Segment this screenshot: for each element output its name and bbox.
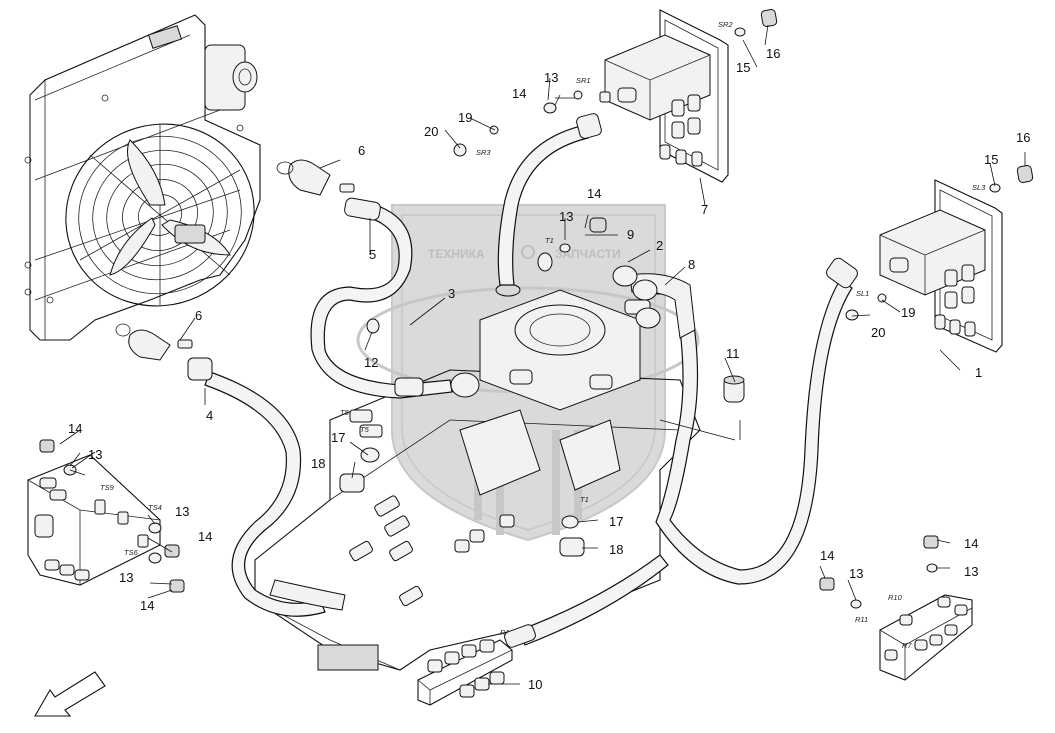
hose-9 — [497, 124, 589, 286]
callout-14-e: 14 — [140, 598, 154, 613]
callout-19-a: 19 — [458, 110, 472, 125]
right-valve-manifold: R10 R11 R7 — [855, 593, 973, 681]
callout-15-a: 15 — [736, 60, 750, 75]
callout-16-b: 16 — [1016, 130, 1030, 145]
callout-6-top: 6 — [358, 143, 365, 158]
hose-8 — [655, 279, 853, 585]
tag-ts6: TS6 — [124, 548, 139, 557]
tag-sr3: SR3 — [476, 148, 491, 157]
callout-10: 10 — [528, 677, 542, 692]
valve-block-upper: SR2 SR1 SR3 — [476, 9, 733, 183]
tag-sl1: SL1 — [856, 289, 869, 298]
left-valve-manifold: TS9 TS4 TS6 — [27, 454, 162, 586]
hose-4-18 — [204, 371, 326, 617]
callout-13-e: 13 — [119, 570, 133, 585]
watermark-text-left: ТЕХНИКА — [428, 247, 485, 261]
callout-5: 5 — [369, 247, 376, 262]
callout-3: 3 — [448, 286, 455, 301]
callout-17-a: 17 — [331, 430, 345, 445]
callout-18-b: 18 — [609, 542, 623, 557]
callout-9: 9 — [627, 227, 634, 242]
tag-t5-b: T5 — [360, 425, 370, 434]
bottom-valve-manifold: R1 — [417, 628, 513, 706]
tag-sl3: SL3 — [972, 183, 986, 192]
valve-block-right: SL3 SL1 — [856, 179, 1003, 353]
tag-t1: T1 — [545, 236, 554, 245]
callout-16-a: 16 — [766, 46, 780, 61]
tag-sr1: SR1 — [576, 76, 591, 85]
callout-14-f: 14 — [820, 548, 834, 563]
callout-14-a: 14 — [512, 86, 526, 101]
hose-10 — [519, 554, 669, 646]
callout-13-c: 13 — [88, 447, 102, 462]
callout-20-a: 20 — [424, 124, 438, 139]
fan-guard — [65, 123, 255, 307]
callout-20-b: 20 — [871, 325, 885, 340]
callout-13-g: 13 — [964, 564, 978, 579]
tag-ts4: TS4 — [148, 503, 162, 512]
callout-15-b: 15 — [984, 152, 998, 167]
leader-lines — [59, 24, 1026, 685]
callout-7: 7 — [701, 202, 708, 217]
callout-1: 1 — [975, 365, 982, 380]
callout-19-b: 19 — [901, 305, 915, 320]
callout-11: 11 — [726, 346, 740, 361]
tag-r7: R7 — [902, 641, 912, 650]
loose-parts — [39, 9, 1034, 609]
gear-icon — [521, 245, 535, 259]
callout-14-b: 14 — [587, 186, 601, 201]
callout-13-a: 13 — [544, 70, 558, 85]
block7-fittings — [599, 87, 703, 167]
callout-13-d: 13 — [175, 504, 189, 519]
central-pump-block: T5 T5 T1 T1 — [254, 236, 701, 671]
manifold-fittings — [34, 477, 149, 581]
tag-sr2: SR2 — [718, 20, 733, 29]
callout-13-b: 13 — [559, 209, 573, 224]
block1-fittings — [889, 257, 976, 337]
callout-8: 8 — [688, 257, 695, 272]
callout-14-g: 14 — [964, 536, 978, 551]
tag-t1-lower: T1 — [580, 495, 589, 504]
tag-r11: R11 — [855, 615, 868, 624]
watermark-text-right: ЗАПЧАСТИ — [555, 247, 621, 261]
callout-6-bottom: 6 — [195, 308, 202, 323]
callout-2: 2 — [656, 238, 663, 253]
callout-13-f: 13 — [849, 566, 863, 581]
callout-4: 4 — [206, 408, 213, 423]
callout-numbers: 1 2 3 4 5 6 6 7 8 9 10 11 12 13 13 13 13… — [68, 46, 1030, 692]
tag-r1: R1 — [500, 628, 510, 637]
callout-17-b: 17 — [609, 514, 623, 529]
radiator-fan-unit — [24, 14, 261, 341]
callout-14-d: 14 — [198, 529, 212, 544]
tag-ts9: TS9 — [100, 483, 115, 492]
callout-14-c: 14 — [68, 421, 82, 436]
tag-r10: R10 — [888, 593, 903, 602]
callout-12: 12 — [364, 355, 378, 370]
direction-arrow-icon — [34, 671, 106, 717]
tag-t5-a: T5 — [340, 408, 350, 417]
callout-18-a: 18 — [311, 456, 325, 471]
hose-assemblies — [187, 113, 858, 648]
